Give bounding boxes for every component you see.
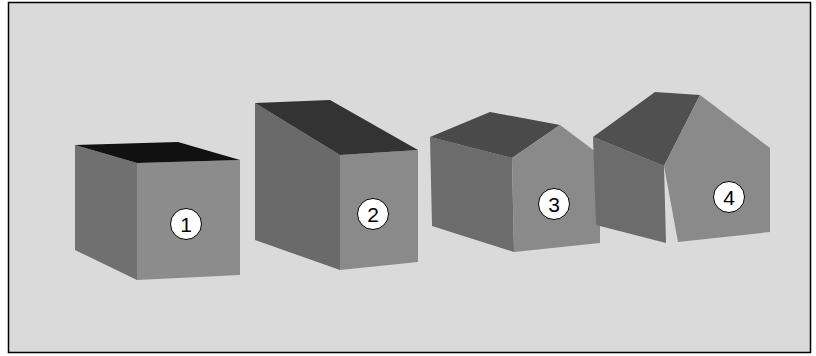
hip-roof-shape xyxy=(593,92,770,243)
callout-number: 1 xyxy=(170,208,202,240)
gable-roof-shape xyxy=(430,112,600,252)
callout-number: 3 xyxy=(538,188,570,220)
callout-number: 4 xyxy=(713,181,745,213)
cube-shape xyxy=(75,142,240,280)
callout-number: 2 xyxy=(357,198,389,230)
sloped-roof-shape xyxy=(255,100,418,270)
frame xyxy=(9,3,811,353)
